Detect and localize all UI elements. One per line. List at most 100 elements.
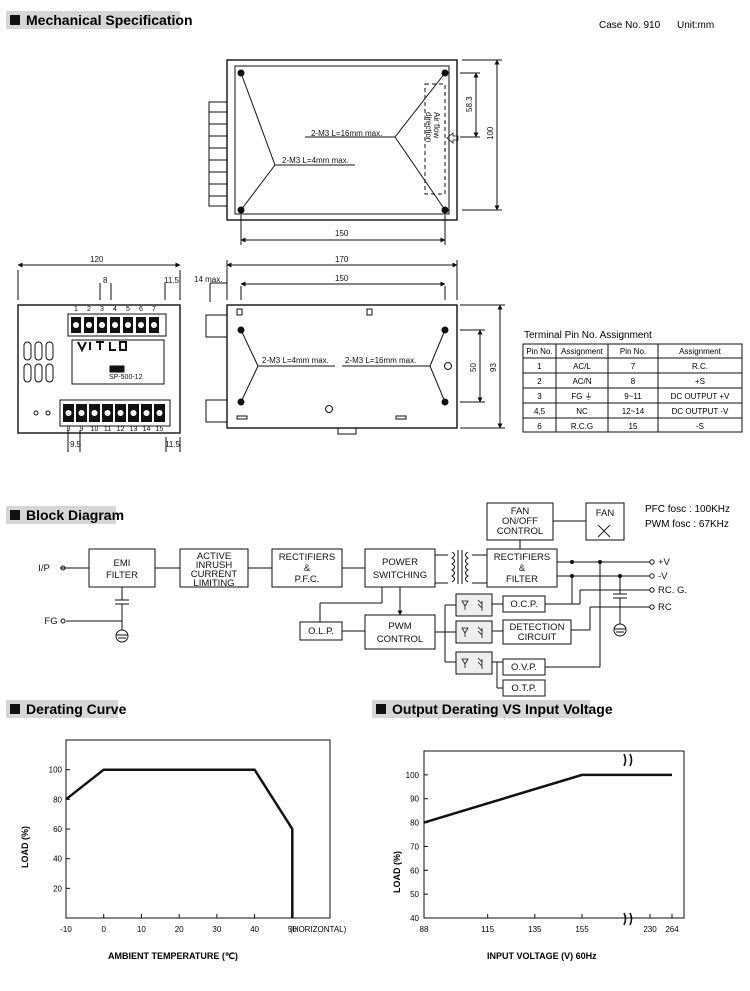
emi-line-2: FILTER: [106, 570, 138, 581]
derating-horizontal: (HORIZONTAL): [290, 925, 347, 934]
inrush-line-3: CURRENT: [191, 569, 238, 580]
dim-58-3: 58.3: [465, 96, 474, 112]
y-tick-label: 80: [410, 819, 419, 828]
dim-50: 50: [469, 363, 478, 372]
y-tick-label: 90: [410, 795, 419, 804]
y-tick-label: 40: [410, 914, 419, 923]
direction-label: direction: [424, 112, 433, 142]
side-view-labels: 170 150 14 max. 2-M3 L=4mm max. 2-M3 L=1…: [194, 255, 498, 372]
mech-spec-title: Mechanical Specification: [26, 12, 193, 28]
fan-ctrl-line-2: ON/OFF: [502, 516, 538, 527]
table-cell: 2: [537, 377, 542, 386]
dim-93: 93: [489, 363, 498, 372]
pin-number: 5: [126, 306, 130, 313]
table-cell: DC OUTPUT -V: [672, 407, 729, 416]
x-tick-label: 115: [481, 925, 494, 934]
pfc-fosc: PFC fosc : 100KHz: [645, 504, 730, 515]
ip-label: I/P: [38, 563, 50, 574]
pin-number: 10: [91, 426, 99, 433]
side-screw-4: 2-M3 L=4mm max.: [262, 356, 329, 365]
table-header-cell: Assignment: [561, 347, 604, 356]
dim-120: 120: [90, 255, 104, 264]
input-derating-series-line: [423, 773, 672, 824]
dim-150-top: 150: [335, 229, 349, 238]
output-labels: +V -V RC. G. RC: [658, 557, 687, 613]
transformer-secondary: [465, 551, 469, 583]
input-derating-xlabel: INPUT VOLTAGE (V) 60Hz: [487, 951, 597, 961]
block-diagram: [60, 502, 655, 697]
table-cell: R.C.: [692, 362, 708, 371]
dim-9-5: 9.5: [70, 440, 82, 449]
rect-filter-block: [486, 548, 558, 588]
otp-label: O.T.P.: [511, 683, 536, 694]
dim-100: 100: [486, 126, 495, 140]
x-tick-label: 230: [643, 925, 657, 934]
terminal-pin-table: Terminal Pin No. Assignment Pin No. Assig…: [522, 330, 743, 433]
airflow-label: Air flow: [432, 112, 441, 138]
input-derating-title: Output Derating VS Input Voltage: [392, 701, 613, 717]
table-cell: 4,5: [534, 407, 546, 416]
rect-filter-line-3: FILTER: [506, 574, 538, 585]
rect-pfc-line-2: &: [304, 563, 311, 574]
olp-label: O.L.P.: [308, 626, 334, 637]
fan-ctrl-line-1: FAN: [511, 506, 530, 517]
y-tick-label: 100: [406, 771, 420, 780]
out-rc: RC: [658, 602, 672, 613]
terminal-table-title: Terminal Pin No. Assignment: [524, 330, 652, 341]
input-derating-ylabel: LOAD (%): [392, 851, 402, 893]
pin-number: 13: [130, 426, 138, 433]
table-cell: R.C.G: [571, 422, 593, 431]
transformer-primary: [451, 551, 455, 583]
x-tick-label: 20: [175, 925, 184, 934]
table-cell: 1: [537, 362, 542, 371]
table-cell: NC: [576, 407, 588, 416]
detection-block: [502, 619, 572, 645]
out-rcg: RC. G.: [658, 585, 687, 596]
power-switching-block: [364, 548, 436, 588]
derating-ylabel: LOAD (%): [20, 826, 30, 868]
rect-pfc-line-1: RECTIFIERS: [279, 552, 335, 563]
table-cell: 3: [537, 392, 542, 401]
table-cell: FG ⏚: [571, 392, 592, 401]
ocp-label: O.C.P.: [510, 599, 537, 610]
y-tick-label: 70: [410, 842, 419, 851]
table-cell: 9~11: [624, 392, 642, 401]
table-header-cell: Assignment: [679, 347, 722, 356]
out-minus-v: -V: [658, 571, 668, 582]
top-view-case: [226, 59, 458, 221]
x-tick-label: -10: [60, 925, 72, 934]
table-header-cell: Pin No.: [526, 347, 552, 356]
power-sw-line-1: POWER: [382, 557, 418, 568]
front-view-drawing: [17, 262, 181, 452]
top-terminal-block: [67, 313, 167, 337]
optocoupler: [455, 593, 493, 617]
derating-series-line: [65, 768, 294, 918]
pin-number: 6: [139, 306, 143, 313]
pin-number: 15: [156, 426, 164, 433]
power-sw-line-2: SWITCHING: [373, 570, 427, 581]
input-derating-header: Output Derating VS Input Voltage: [372, 700, 613, 718]
y-tick-label: 20: [53, 884, 62, 893]
pin-number: 11: [104, 426, 111, 433]
table-cell: -S: [696, 422, 704, 431]
optocoupler: [455, 620, 493, 644]
inrush-line-4: LIMITING: [193, 578, 234, 589]
dim-11-5-bottom: 11.5: [165, 440, 181, 449]
pin-number: 2: [87, 306, 91, 313]
pwm-line-1: PWM: [388, 621, 411, 632]
dim-11-5-top: 11.5: [164, 276, 180, 285]
pin-number: 14: [143, 426, 151, 433]
block-diagram-header: Block Diagram PFC fosc : 100KHz PWM fosc…: [6, 504, 730, 530]
derating-title: Derating Curve: [26, 701, 127, 717]
inrush-line-1: ACTIVE: [197, 551, 231, 562]
axis-break-marks: [623, 753, 633, 926]
fan-label: FAN: [596, 508, 615, 519]
detection-line-2: CIRCUIT: [518, 632, 557, 643]
pin-number: 12: [117, 426, 125, 433]
y-tick-label: 60: [410, 866, 419, 875]
inrush-line-2: INRUSH: [196, 560, 233, 571]
